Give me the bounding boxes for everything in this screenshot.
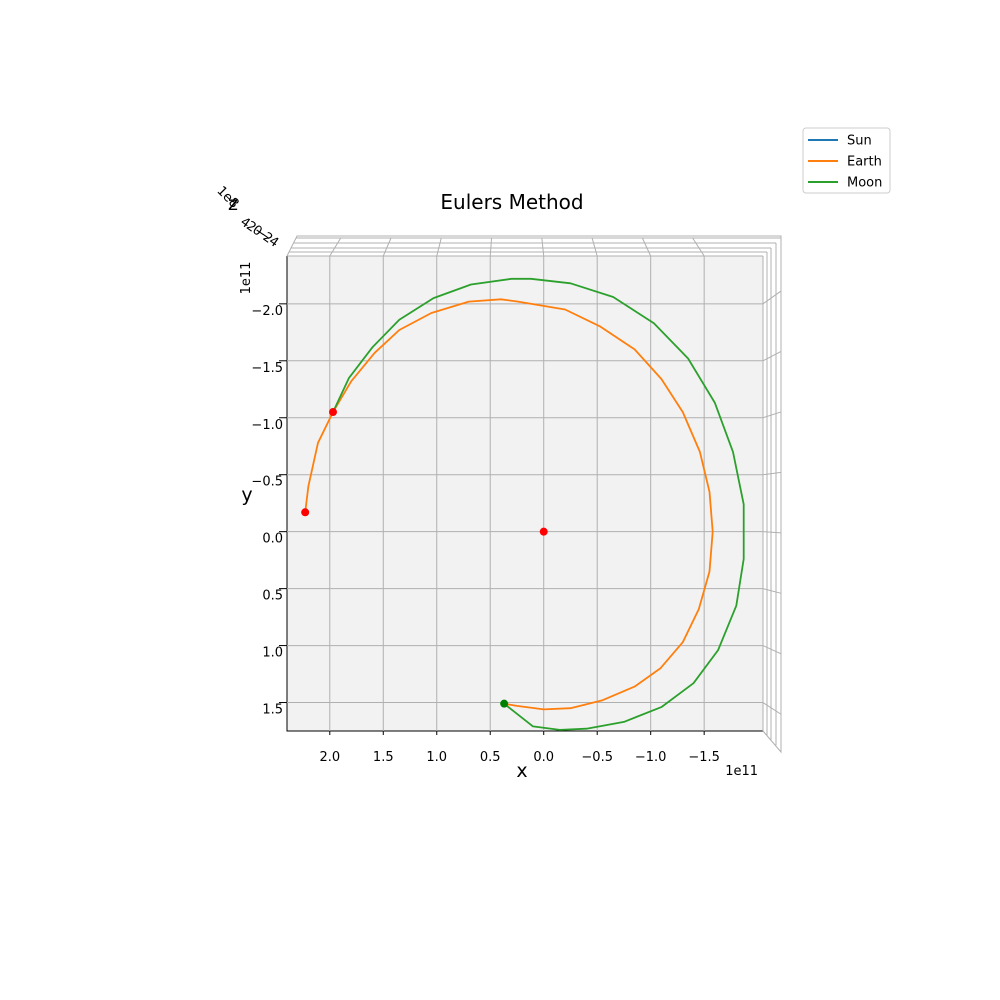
series-lines: [304, 277, 745, 731]
y-offset-text: 1e11: [239, 262, 254, 295]
y-grid-line-side: [762, 471, 782, 476]
y-grid-line-side: [762, 411, 782, 419]
y-tick-label: −1.0: [251, 418, 283, 433]
x-grid-line-top: [382, 237, 392, 257]
y-tick-label: −2.0: [251, 304, 283, 319]
x-grid-line-top: [329, 237, 342, 257]
y-grid-line-side: [762, 290, 782, 305]
x-grid-line-top: [591, 237, 598, 257]
x-axis-label: x: [516, 760, 527, 782]
x-tick-label: −0.5: [581, 750, 613, 765]
x-grid-line-top: [692, 237, 705, 257]
position-marker: [500, 699, 509, 708]
y-tick-labels: −2.0 −1.5 −1.0 −0.5 0.0 0.5 1.0 1.5: [251, 303, 287, 718]
xy-pane: [287, 256, 763, 731]
y-tick-label: 0.5: [262, 589, 283, 604]
x-tick-labels: 2.0 1.5 1.0 0.5 0.0 −0.5 −1.0 −1.5: [319, 731, 720, 765]
y-tick-label: 1.0: [262, 646, 283, 661]
legend-label-earth: Earth: [847, 155, 882, 170]
x-tick-label: 2.0: [319, 750, 340, 765]
y-grid-line-side: [762, 645, 782, 655]
grid-lines: [287, 237, 782, 731]
position-markers: [301, 408, 548, 708]
position-marker: [301, 508, 310, 517]
y-grid-line-side: [762, 702, 782, 715]
y-tick-label: −1.5: [251, 361, 283, 376]
pane-edge-left-bottom: [286, 256, 763, 732]
x-grid-line-top: [541, 237, 545, 257]
position-marker: [539, 527, 548, 536]
y-tick-label: 0.0: [262, 532, 283, 547]
x-grid-line-top: [436, 237, 442, 257]
x-tick-label: 1.5: [373, 750, 394, 765]
x-tick-label: −1.5: [688, 750, 720, 765]
series-line-earth: [304, 298, 714, 711]
axis-panes: [286, 235, 782, 754]
z-tick-labels: 420−2−4: [237, 215, 281, 251]
legend-label-sun: Sun: [847, 134, 872, 149]
x-grid-line-top: [489, 237, 493, 257]
z-axis-label: z: [228, 193, 238, 215]
x-tick-label: −1.0: [635, 750, 667, 765]
y-tick-label: −0.5: [251, 475, 283, 490]
legend-label-moon: Moon: [847, 176, 882, 191]
y-grid-line-side: [762, 588, 782, 594]
x-offset-text: 1e11: [725, 764, 758, 779]
series-line-moon: [332, 277, 745, 731]
y-axis-label: y: [241, 484, 252, 506]
y-tick-label: 1.5: [262, 703, 283, 718]
position-marker: [328, 408, 337, 417]
y-grid-line-side: [762, 531, 782, 534]
x-tick-label: 0.5: [480, 750, 501, 765]
x-grid-line-top: [641, 237, 652, 257]
x-tick-label: 1.0: [426, 750, 447, 765]
legend-frame: [802, 127, 891, 194]
chart-title: Eulers Method: [440, 190, 583, 214]
x-tick-label: 0.0: [533, 750, 554, 765]
y-grid-line-side: [762, 351, 782, 362]
